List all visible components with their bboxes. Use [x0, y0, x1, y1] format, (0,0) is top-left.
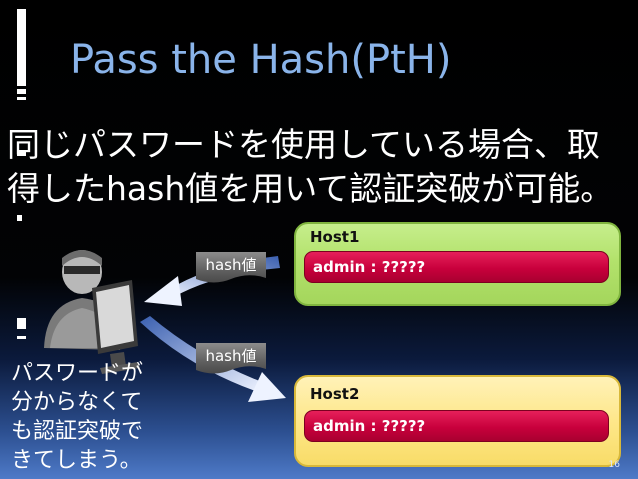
- host1-credential: admin : ?????: [304, 251, 609, 283]
- computer-monitor-icon: [92, 280, 140, 374]
- hash-tag: hash値: [196, 252, 266, 284]
- decor-mark: [17, 318, 26, 329]
- decor-bar-mid: [17, 89, 26, 94]
- slide-number: 16: [608, 460, 620, 470]
- host1-box: Host1 admin : ?????: [294, 222, 621, 306]
- host2-label: Host2: [310, 385, 360, 403]
- description-line: 同じパスワードを使用している場合、取: [7, 125, 601, 164]
- decor-bar-top: [17, 9, 26, 86]
- host1-label: Host1: [310, 228, 360, 246]
- decor-bar-thin: [17, 97, 26, 100]
- slide-title: Pass the Hash(PtH): [70, 37, 452, 83]
- side-note: パスワードが 分からなくて も認証突破で きてしまう。: [11, 359, 201, 475]
- side-note-line: も認証突破で: [11, 419, 144, 444]
- host2-credential: admin : ?????: [304, 410, 609, 442]
- decor-mark: [17, 336, 26, 339]
- decor-mark: [17, 215, 22, 221]
- side-note-line: 分からなくて: [11, 390, 143, 415]
- description-line: 得したhash値を用いて認証突破が可能。: [7, 169, 614, 208]
- hash-tag: hash値: [196, 343, 266, 375]
- side-note-line: パスワードが: [11, 361, 144, 386]
- decor-mark: [17, 152, 26, 156]
- side-note-line: きてしまう。: [11, 448, 142, 473]
- host2-box: Host2 admin : ?????: [294, 375, 621, 467]
